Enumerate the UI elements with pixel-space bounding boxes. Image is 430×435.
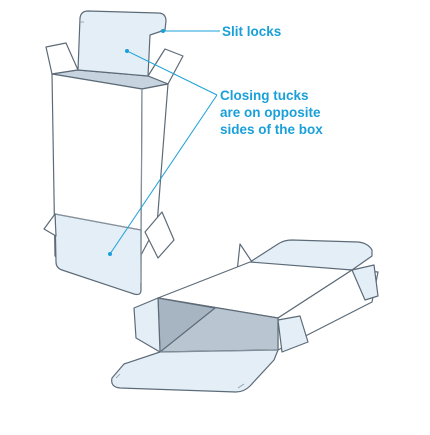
closing-tucks-line-1: Closing tucks	[220, 88, 309, 103]
closing-tucks-dot-bottom	[108, 252, 112, 256]
upright-box-top-left-dust-flap	[45, 42, 79, 75]
upright-box-bottom-tuck	[54, 213, 142, 296]
lying-box-back-tuck	[249, 239, 373, 271]
lying-box	[111, 239, 379, 393]
upright-box-top-tuck	[77, 10, 167, 77]
lying-box-front-tuck	[111, 349, 279, 393]
lying-box-slit-lock-right	[237, 383, 245, 389]
lying-box-left-dust-flap	[133, 297, 161, 353]
upright-box-side-crease	[140, 88, 143, 284]
closing-tucks-dot-top	[125, 49, 129, 53]
closing-tucks-line-3: sides of the box	[220, 122, 323, 137]
closing-tucks-leader-top	[126, 50, 218, 96]
closing-tucks-label: Closing tucks are on opposite sides of t…	[220, 87, 323, 138]
lying-box-slit-lock-left	[115, 373, 121, 379]
closing-tucks-leader-bottom	[109, 94, 218, 255]
slit-locks-label: Slit locks	[222, 24, 282, 39]
slit-locks-dot	[161, 29, 165, 33]
lying-box-front-crease	[159, 349, 279, 353]
upright-box-bottom-left-dust-flap	[43, 213, 57, 237]
lying-box-right-dust-flap-lower	[277, 315, 309, 353]
lying-box-right-dust-flap-upper	[351, 264, 379, 301]
callout-leaders	[108, 29, 220, 256]
upright-box-bottom-crease	[54, 213, 142, 231]
closing-tucks-line-2: are on opposite	[220, 105, 321, 120]
upright-box-bottom-right-dust-flap	[144, 211, 175, 259]
upright-box	[43, 10, 184, 296]
